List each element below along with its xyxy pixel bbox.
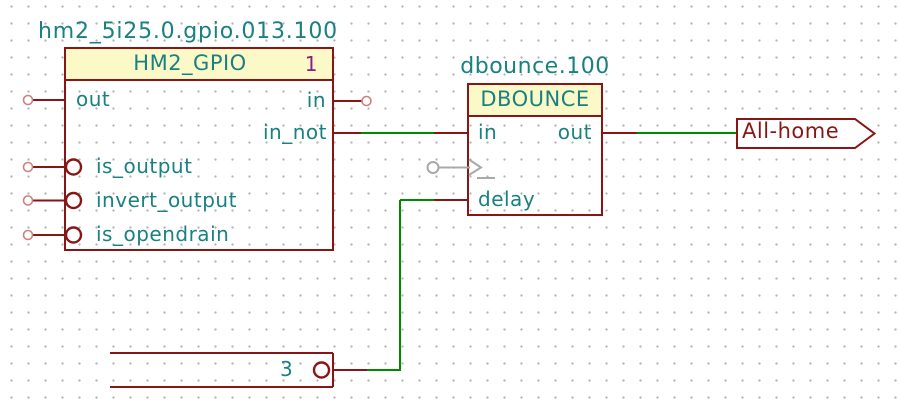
pin-invert-output-invert-bubble-icon <box>64 191 83 210</box>
pin-is-output-invert-bubble-icon <box>64 158 83 176</box>
hm2-gpio-name: HM2_GPIO <box>133 51 247 75</box>
pin-invert-output-label: invert_output <box>96 188 237 212</box>
global-label-shape[interactable] <box>736 118 877 149</box>
pin-3-invert-bubble-icon <box>312 361 331 379</box>
unconnected-end-icon <box>22 229 34 241</box>
ghost-pin-arrow-icon <box>468 158 483 176</box>
pin-out-label: out <box>76 87 111 111</box>
unconnected-end-icon <box>361 95 372 107</box>
global-label-text[interactable]: All-home <box>742 119 840 143</box>
hm2-gpio-body-box[interactable] <box>64 47 334 251</box>
unconnected-end-icon <box>22 195 34 206</box>
pin-is-output-label: is_output <box>96 154 193 178</box>
ghost-pin-preview <box>426 158 495 179</box>
pin-3-number: 3 <box>280 357 294 381</box>
hm2-gpio-symbol[interactable] <box>22 47 372 251</box>
pin-is-opendrain-label: is_opendrain <box>96 222 230 246</box>
dbounce-name: DBOUNCE <box>480 87 590 111</box>
pin-in-label: in <box>306 88 326 112</box>
pin-dbounce-in-label: in <box>478 120 498 144</box>
unconnected-end-icon <box>22 94 34 106</box>
pin-dbounce-delay-label: delay <box>478 187 536 211</box>
dbounce-ref-label[interactable]: dbounce.100 <box>460 54 610 79</box>
unconnected-end-icon <box>22 161 34 173</box>
pin-dbounce-out-label: out <box>557 120 592 144</box>
hm2-gpio-pin-number: 1 <box>304 52 318 76</box>
dbounce-body-box[interactable] <box>467 83 603 216</box>
partial-symbol[interactable] <box>110 352 367 388</box>
dbounce-symbol[interactable] <box>434 83 637 216</box>
wires[interactable] <box>361 132 737 371</box>
pin-is-opendrain-invert-bubble-icon <box>64 226 83 244</box>
ghost-pin-end-icon <box>426 161 440 174</box>
hm2-gpio-ref-label[interactable]: hm2_5i25.0.gpio.013.100 <box>38 19 338 44</box>
pin-in-not-label: in_not <box>263 120 327 144</box>
